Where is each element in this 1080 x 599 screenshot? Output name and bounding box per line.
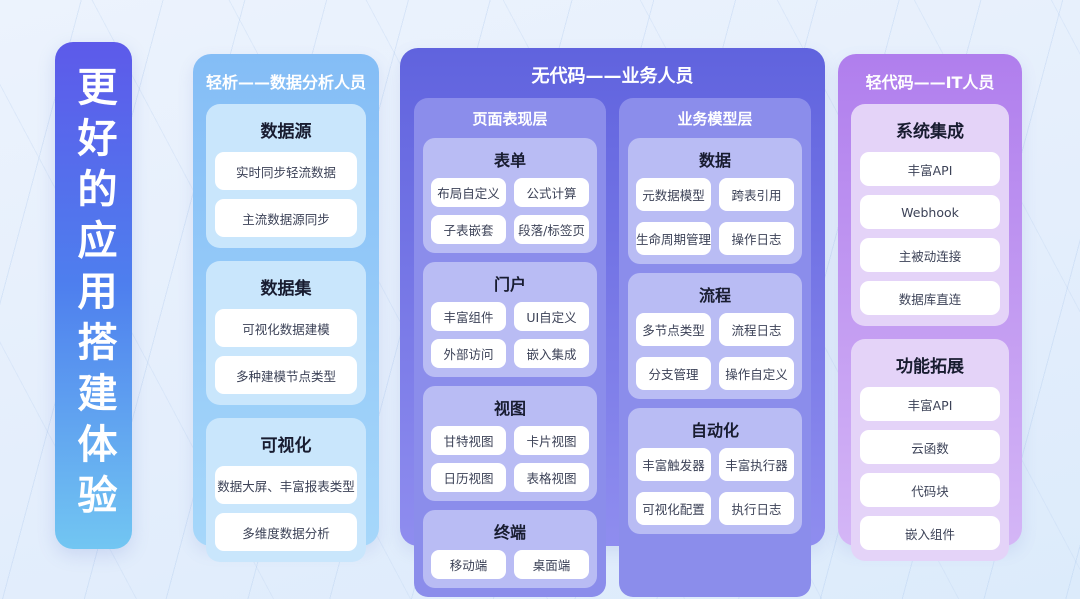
section-title: 表单 (493, 151, 526, 170)
column-header: 轻析——数据分析人员 (205, 73, 366, 92)
feature-pill: 段落/标签页 (514, 215, 589, 244)
section-title: 数据源 (260, 122, 312, 142)
pill-list: 移动端桌面端 (431, 550, 589, 579)
section-card: 数据元数据模型跨表引用生命周期管理操作日志 (628, 138, 802, 264)
section-card: 表单布局自定义公式计算子表嵌套段落/标签页 (423, 138, 597, 253)
layer-panel: 页面表现层表单布局自定义公式计算子表嵌套段落/标签页门户丰富组件 UI自定义外部访… (414, 98, 606, 597)
layer-panel-title: 页面表现层 (472, 110, 548, 128)
pill-list: 多节点类型流程日志分支管理操作自定义 (636, 313, 794, 390)
section-card: 视图甘特视图卡片视图日历视图表格视图 (423, 386, 597, 501)
section-title: 系统集成 (896, 122, 964, 142)
feature-pill: 可视化数据建模 (215, 309, 357, 347)
pill-list: 丰富API Webhook 主被动连接数据库直连 (860, 152, 1000, 315)
left-banner: 更好的应用搭建体验 (55, 42, 132, 549)
section-card: 数据集可视化数据建模多种建模节点类型 (206, 261, 366, 405)
banner-title: 更好的应用搭建体验 (70, 66, 117, 525)
feature-pill: 日历视图 (431, 463, 506, 492)
feature-pill: Webhook (860, 195, 1000, 229)
feature-pill: 流程日志 (719, 313, 794, 346)
feature-pill: 丰富执行器 (719, 448, 794, 481)
section-card: 门户丰富组件 UI自定义外部访问嵌入集成 (423, 262, 597, 377)
feature-pill: 多维度数据分析 (215, 513, 357, 551)
pill-list: 实时同步轻流数据主流数据源同步 (215, 152, 357, 237)
feature-pill: UI自定义 (514, 302, 589, 331)
feature-pill: 外部访问 (431, 339, 506, 368)
pill-list: 数据大屏、丰富报表类型多维度数据分析 (215, 466, 357, 551)
section-title: 可视化 (260, 436, 312, 456)
section-title: 门户 (493, 275, 526, 294)
feature-pill: 数据大屏、丰富报表类型 (215, 466, 357, 504)
section-card: 数据源实时同步轻流数据主流数据源同步 (206, 104, 366, 248)
feature-pill: 代码块 (860, 473, 1000, 507)
feature-pill: 多种建模节点类型 (215, 356, 357, 394)
layer-panel-row: 页面表现层表单布局自定义公式计算子表嵌套段落/标签页门户丰富组件 UI自定义外部访… (414, 98, 811, 597)
feature-pill: 元数据模型 (636, 178, 711, 211)
feature-pill: 桌面端 (514, 550, 589, 579)
section-title: 数据 (698, 151, 731, 170)
feature-pill: 丰富API (860, 387, 1000, 421)
section-title: 数据集 (260, 279, 312, 299)
section-title: 终端 (493, 523, 526, 542)
feature-pill: 甘特视图 (431, 426, 506, 455)
pill-list: 布局自定义公式计算子表嵌套段落/标签页 (431, 178, 589, 244)
feature-pill: 云函数 (860, 430, 1000, 464)
column-header: 无代码——业务人员 (531, 66, 694, 87)
feature-pill: 跨表引用 (719, 178, 794, 211)
section-card: 系统集成丰富API Webhook 主被动连接数据库直连 (851, 104, 1009, 326)
feature-pill: 丰富API (860, 152, 1000, 186)
feature-pill: 嵌入集成 (514, 339, 589, 368)
feature-pill: 丰富触发器 (636, 448, 711, 481)
feature-pill: 主被动连接 (860, 238, 1000, 272)
section-card: 功能拓展丰富API 云函数代码块嵌入组件 (851, 339, 1009, 561)
feature-pill: 生命周期管理 (636, 222, 711, 255)
column-qingxi-analysts: 轻析——数据分析人员数据源实时同步轻流数据主流数据源同步数据集可视化数据建模多种… (193, 54, 379, 562)
layer-panel-title: 业务模型层 (677, 110, 753, 128)
feature-pill: 主流数据源同步 (215, 199, 357, 237)
feature-pill: 数据库直连 (860, 281, 1000, 315)
feature-pill: 操作自定义 (719, 357, 794, 390)
pill-list: 丰富API 云函数代码块嵌入组件 (860, 387, 1000, 550)
section-card: 可视化数据大屏、丰富报表类型多维度数据分析 (206, 418, 366, 562)
pill-list: 可视化数据建模多种建模节点类型 (215, 309, 357, 394)
feature-pill: 分支管理 (636, 357, 711, 390)
feature-pill: 布局自定义 (431, 178, 506, 207)
feature-pill: 公式计算 (514, 178, 589, 207)
feature-pill: 执行日志 (719, 492, 794, 525)
feature-pill: 丰富组件 (431, 302, 506, 331)
pill-list: 丰富触发器丰富执行器可视化配置执行日志 (636, 448, 794, 525)
section-card: 流程多节点类型流程日志分支管理操作自定义 (628, 273, 802, 399)
pill-list: 甘特视图卡片视图日历视图表格视图 (431, 426, 589, 492)
feature-pill: 可视化配置 (636, 492, 711, 525)
pill-list: 丰富组件 UI自定义外部访问嵌入集成 (431, 302, 589, 368)
feature-pill: 子表嵌套 (431, 215, 506, 244)
feature-pill: 实时同步轻流数据 (215, 152, 357, 190)
feature-pill: 移动端 (431, 550, 506, 579)
layer-panel: 业务模型层数据元数据模型跨表引用生命周期管理操作日志流程多节点类型流程日志分支管… (619, 98, 811, 597)
section-card: 终端移动端桌面端 (423, 510, 597, 588)
feature-pill: 表格视图 (514, 463, 589, 492)
feature-pill: 多节点类型 (636, 313, 711, 346)
section-card: 自动化丰富触发器丰富执行器可视化配置执行日志 (628, 408, 802, 534)
column-nocode-business: 无代码——业务人员页面表现层表单布局自定义公式计算子表嵌套段落/标签页门户丰富组… (400, 48, 825, 597)
section-title: 视图 (493, 399, 526, 418)
section-title: 自动化 (690, 421, 739, 440)
column-header: 轻代码——IT人员 (865, 73, 995, 92)
feature-pill: 卡片视图 (514, 426, 589, 455)
section-title: 流程 (698, 286, 731, 305)
feature-pill: 操作日志 (719, 222, 794, 255)
feature-pill: 嵌入组件 (860, 516, 1000, 550)
pill-list: 元数据模型跨表引用生命周期管理操作日志 (636, 178, 794, 255)
section-title: 功能拓展 (896, 357, 964, 377)
